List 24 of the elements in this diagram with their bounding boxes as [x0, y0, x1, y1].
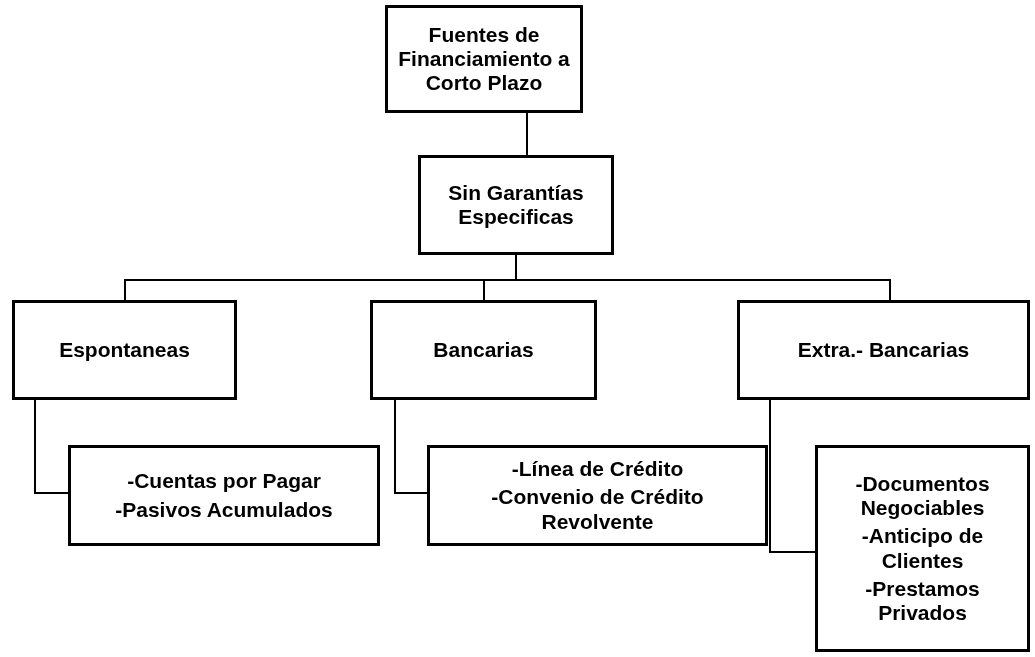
- box-label: Espontaneas: [59, 337, 190, 363]
- box-label: Sin Garantías Especificas: [447, 180, 585, 230]
- category-box: [68, 445, 380, 546]
- box-label: -Pasivos Acumulados: [115, 497, 333, 522]
- box-label: Fuentes de Financiamiento a Corto Plazo: [397, 22, 571, 96]
- category-box: [385, 5, 583, 113]
- category-box: [737, 300, 1030, 400]
- category-box: [427, 445, 768, 546]
- category-box: [370, 300, 597, 400]
- box-label: -Anticipo de Clientes: [860, 524, 985, 573]
- box-label: -Cuentas por Pagar: [127, 469, 321, 494]
- box-label: Bancarias: [433, 337, 534, 363]
- connector-line: [526, 112, 528, 156]
- box-label: Extra.- Bancarias: [797, 337, 970, 363]
- category-box: [815, 445, 1030, 652]
- connector-line: [769, 399, 816, 553]
- category-box: [418, 155, 614, 255]
- box-label: -Documentos Negociables: [854, 472, 991, 521]
- connector-line: [34, 399, 69, 494]
- connector-line: [394, 399, 428, 494]
- box-label: -Línea de Crédito: [511, 457, 684, 482]
- box-label: -Prestamos Privados: [864, 576, 981, 625]
- category-box: [12, 300, 237, 400]
- box-label: -Convenio de Crédito Revolvente: [490, 485, 705, 534]
